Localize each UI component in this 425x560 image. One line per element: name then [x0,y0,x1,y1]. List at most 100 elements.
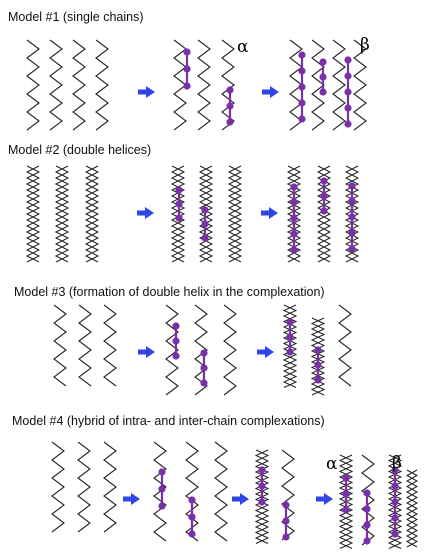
guest-bead [286,348,294,356]
polymer-chain [103,441,117,533]
polymer-chain [185,441,199,542]
guest-bead [320,192,328,200]
model-4-beta-label: β [392,453,402,473]
guest-bead [391,498,399,506]
guest-bead [175,214,183,222]
guest-bead [188,496,196,504]
arrow-shaft [316,496,325,502]
arrow-head [269,207,278,219]
guest-bead [314,346,322,354]
guest-bead [290,246,298,254]
polymer-chain [353,39,367,131]
arrow-shaft [138,349,147,355]
guest-bead [348,182,356,190]
guest-bead [188,513,196,521]
guest-bead [286,333,294,341]
double-helix-strand [170,165,186,263]
guest-bead [319,88,327,96]
guest-bead [320,207,328,215]
arrow-head [145,207,154,219]
guest-bead [391,514,399,522]
double-helix-strand [344,165,360,263]
double-helix-strand [286,165,302,263]
double-helix-strand [227,165,243,263]
guest-bead [290,214,298,222]
polymer-chain [214,441,228,542]
guest-bead [298,99,306,107]
double-helix-strand [198,165,214,263]
polymer-chain [332,39,346,131]
complexes-layer [158,48,399,545]
guest-bead [391,530,399,538]
polymer-chain [51,441,65,533]
polymer-chain [49,39,63,131]
guest-bead [298,67,306,75]
guest-bead [226,102,234,110]
guest-bead [201,234,209,242]
polymer-chain [72,39,86,131]
arrow-shaft [123,496,132,502]
guest-bead [183,82,191,90]
double-helix-strand [25,165,41,263]
guest-bead [282,533,290,541]
guest-bead [183,48,191,56]
polymer-chain [95,39,109,131]
guest-bead [183,65,191,73]
polymer-chain [26,39,40,131]
guest-bead [391,466,399,474]
model-3-title: Model #3 (formation of double helix in t… [14,285,325,299]
arrow-shaft [232,496,241,502]
polymer-chain [221,39,235,131]
guest-bead [201,220,209,228]
double-helix-strand [286,165,302,263]
double-helix-strand [344,165,360,263]
guest-bead [314,376,322,384]
polymer-chain [165,304,179,396]
guest-bead [363,521,371,529]
guest-bead [282,501,290,509]
guest-bead [298,51,306,59]
model-4-alpha-label: α [326,454,338,474]
guest-bead [226,118,234,126]
arrow-shaft [262,89,271,95]
arrow-shaft [261,210,270,216]
polymer-chain [53,304,67,387]
double-helix-strand [54,165,70,263]
polymer-chain [338,304,352,387]
guest-bead [172,337,180,345]
double-helix-strand [405,469,419,548]
arrow-shaft [138,89,147,95]
arrow-shaft [257,349,266,355]
guest-bead [158,485,166,493]
model-4-title: Model #4 (hybrid of intra- and inter-cha… [12,414,325,428]
guest-bead [298,83,306,91]
guest-bead [158,502,166,510]
arrow-head [146,86,155,98]
guest-bead [314,361,322,369]
arrow-head [240,493,249,505]
guest-bead [258,482,266,490]
guest-bead [175,186,183,194]
model-1-alpha-label: α [237,37,249,57]
arrows-layer [123,86,333,505]
guest-bead [286,318,294,326]
guest-bead [201,206,209,214]
guest-bead [344,104,352,112]
guest-bead [363,505,371,513]
polymer-chain [223,304,237,396]
guest-bead [344,88,352,96]
guest-bead [258,498,266,506]
guest-bead [348,245,356,253]
guest-bead [319,58,327,66]
guest-bead [344,72,352,80]
arrow-head [146,346,155,358]
guest-bead [226,86,234,94]
guest-bead [363,537,371,545]
guest-bead [290,230,298,238]
double-helix-strand [54,165,70,263]
polymer-chain [77,441,91,533]
guest-bead [342,474,350,482]
double-helix-strand [84,165,100,263]
guest-bead [342,506,350,514]
